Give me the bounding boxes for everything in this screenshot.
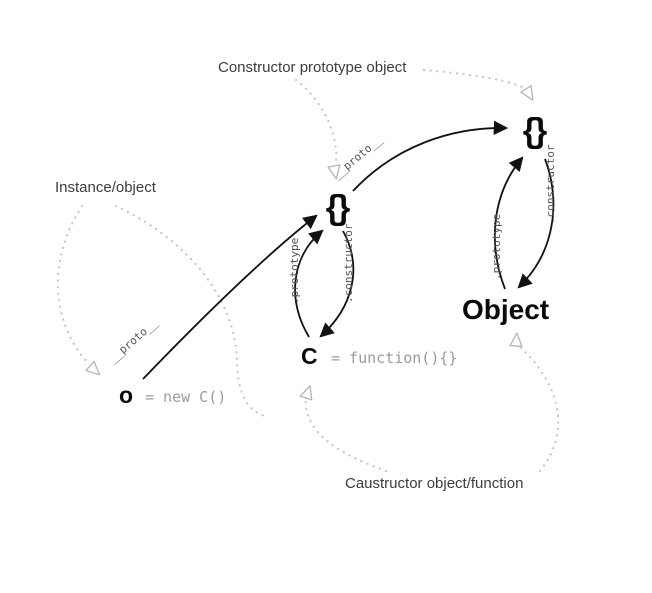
constructor-label-c: .constructor [342, 223, 355, 303]
pointer-triangle-c-icon [299, 384, 313, 401]
proto-label-o: __proto__ [106, 316, 160, 365]
region-labels: Constructor prototype object Instance/ob… [55, 59, 523, 492]
constructor-prototype-object-label: Constructor prototype object [218, 59, 407, 76]
prototype-label-c: .prototype [288, 238, 301, 304]
pointer-triangle-instance-icon [85, 360, 101, 376]
constructor-label-object: .constructor [544, 144, 557, 224]
pointer-triangle-object-icon [509, 332, 523, 348]
dotted-connectors [56, 68, 560, 473]
relation-arrows [142, 120, 555, 380]
instance-object-label: Instance/object [55, 179, 157, 196]
dotted-connector-protolabel-to-top-brace [422, 68, 528, 91]
constructor-arrow-brace-to-object [517, 158, 555, 289]
prototype-arrow-object-to-brace [493, 156, 524, 290]
prototype-label-object: .prototype [490, 214, 503, 280]
pointer-triangles [85, 85, 534, 401]
dotted-connector-protolabel-to-mid-brace [294, 78, 338, 166]
proto-arrow-o-to-mid-brace [142, 214, 318, 380]
proto-label-mid: __proto__ [331, 133, 385, 182]
proto-arrow-mid-to-top-brace [352, 120, 509, 192]
instance-node-definition: = new C() [145, 388, 226, 406]
dotted-connector-instance-left [56, 204, 91, 366]
instance-node-name: o [119, 382, 133, 408]
pointer-triangle-mid-brace-icon [327, 164, 341, 180]
constructor-object-function-label: Caustructor object/function [345, 475, 523, 492]
top-prototype-brace-node: {} [523, 112, 547, 150]
constructor-arrow-brace-to-c [319, 230, 355, 338]
prototype-arrow-c-to-brace [294, 229, 324, 338]
diagram-nodes: {} {} o = new C() C = function(){} Objec… [119, 112, 549, 408]
constructor-node-name: C [301, 343, 318, 369]
object-node-name: Object [462, 294, 549, 325]
constructor-node-definition: = function(){} [331, 349, 457, 367]
mid-prototype-brace-node: {} [326, 189, 350, 227]
dotted-connector-constructorlabel-to-c [304, 394, 388, 473]
pointer-triangle-top-brace-icon [520, 85, 534, 101]
dotted-connector-constructorlabel-to-object [518, 345, 560, 473]
dotted-connector-instance-loop [114, 204, 270, 419]
